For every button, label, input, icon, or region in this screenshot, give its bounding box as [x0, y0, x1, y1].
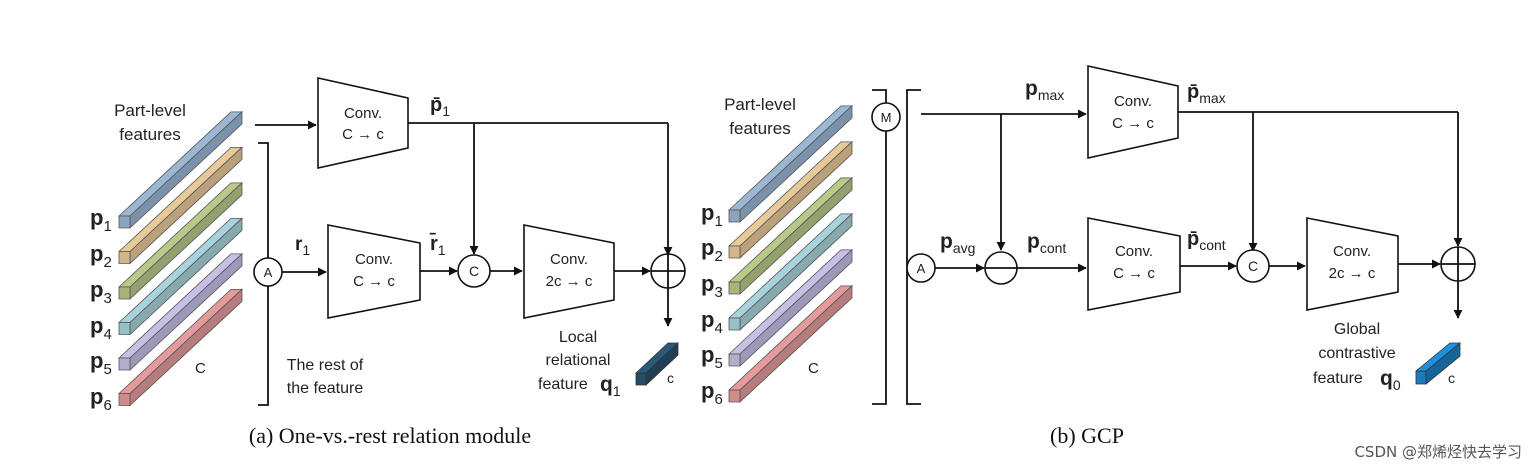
part-label-p4: p4	[90, 313, 112, 343]
feature-bar-2-front	[728, 245, 741, 259]
panel-b-output-label-3: feature	[1313, 370, 1363, 387]
panel-b-conv1-block	[1087, 65, 1179, 159]
feature-bar-1-front	[728, 209, 741, 223]
panel-b-conv1-label-2: C → c	[1112, 115, 1154, 132]
panel-b-avg-label: A	[917, 261, 926, 276]
feature-bar-5-front	[118, 357, 131, 371]
panel-a-conv2-block	[327, 224, 421, 319]
panel-b-conv2-block	[1087, 217, 1181, 311]
panel-b-max-label: M	[881, 110, 892, 125]
watermark: CSDN @郑烯烃快去学习	[1354, 443, 1522, 461]
panel-b-conv1-label-1: Conv.	[1114, 93, 1152, 110]
panel-a-q1-label: q1	[600, 373, 621, 399]
panel-b-conv2-label-1: Conv.	[1115, 243, 1153, 260]
panel-b-pcont-label: pcont	[1027, 230, 1066, 256]
panel-b-subtract-op	[984, 251, 1018, 285]
part-label-p5: p5	[701, 342, 723, 372]
part-label-p6: p6	[701, 378, 723, 408]
panel-b-conv3-block	[1306, 217, 1399, 311]
panel-a-features-label-1: Part-level	[114, 101, 186, 120]
panel-a-output-feature	[634, 342, 680, 386]
part-label-p3: p3	[701, 271, 723, 301]
part-label-p4: p4	[701, 307, 723, 337]
panel-b-features-label-1: Part-level	[724, 95, 796, 114]
feature-bar-3-front	[728, 281, 741, 295]
feature-bar-2-front	[118, 251, 131, 264]
panel-a-output-label-3: feature	[538, 376, 588, 393]
part-label-p1: p1	[90, 205, 112, 235]
panel-a-rest-label-1: The rest of	[287, 357, 364, 374]
part-label-p2: p2	[701, 235, 723, 265]
panel-b-output-feature	[1414, 342, 1462, 385]
panel-a-conv3-label-2: 2c → c	[546, 273, 593, 290]
panel-a-features-label-2: features	[119, 125, 180, 144]
panel-b-output-label-1: Global	[1334, 321, 1380, 338]
panel-b-pmax-label: pmax	[1025, 77, 1064, 103]
part-label-p5: p5	[90, 348, 112, 378]
panel-a-conv1-label-1: Conv.	[344, 105, 382, 122]
panel-a-conv3-label-1: Conv.	[550, 251, 588, 268]
panel-a-conv2-label-2: C → c	[353, 273, 395, 290]
part-label-p2: p2	[90, 241, 112, 271]
panel-a-concat-label: C	[469, 263, 479, 279]
panel-a-output-label-2: relational	[546, 352, 611, 369]
panel-a-feature-bars	[117, 110, 244, 407]
feature-bar-5-front	[728, 353, 741, 367]
panel-a-part-labels: p1 p2 p3 p4 p5 p6	[90, 205, 112, 414]
panel-a-add-op	[650, 253, 686, 289]
panel-b-q0-label: q0	[1380, 367, 1401, 393]
panel-b-add-op	[1440, 246, 1476, 282]
panel-a-conv3-block	[523, 224, 615, 319]
panel-b-features-label-2: features	[729, 119, 790, 138]
panel-a-rest-label-2: the feature	[287, 380, 364, 397]
panel-b-part-labels: p1 p2 p3 p4 p5 p6	[701, 200, 723, 408]
feature-bar-3-front	[118, 286, 131, 300]
panel-b-caption: (b) GCP	[1050, 423, 1124, 448]
panel-a-channel-label: C	[195, 360, 206, 377]
panel-a-aggregate-label: A	[264, 265, 273, 280]
panel-b-pbarmax-label: p̄max	[1187, 81, 1226, 106]
panel-a-conv1-block	[317, 77, 409, 169]
panel-b-concat-label: C	[1248, 258, 1258, 274]
part-label-p3: p3	[90, 277, 112, 307]
feature-bar-1-front	[118, 215, 131, 229]
panel-a-r1-label: r1	[295, 234, 310, 258]
part-label-p1: p1	[701, 200, 723, 230]
panel-b-pavg-label: pavg	[940, 230, 975, 256]
feature-bar-4-front	[728, 317, 741, 331]
panel-b-output-label-2: contrastive	[1318, 345, 1395, 362]
feature-bar-6-front	[728, 389, 741, 403]
panel-b-pbarcont-label: p̄cont	[1187, 228, 1226, 253]
panel-b-conv3-label-2: 2c → c	[1329, 265, 1376, 282]
panel-b-conv2-label-2: C → c	[1113, 265, 1155, 282]
panel-b-output-channel: c	[1448, 370, 1455, 386]
panel-b-split-bracket	[906, 89, 921, 405]
panel-b-channel-label: C	[808, 360, 819, 377]
panel-a: Part-level features p1 p2 p3 p4 p5 p6 C …	[90, 77, 686, 448]
panel-b-conv3-label-1: Conv.	[1333, 243, 1371, 260]
panel-a-caption: (a) One-vs.-rest relation module	[249, 423, 531, 448]
panel-a-output-channel: c	[667, 370, 674, 386]
panel-b-features-bracket	[872, 89, 887, 405]
panel-a-output-label-1: Local	[559, 329, 597, 346]
feature-bar-6-front	[118, 393, 131, 406]
panel-a-pbar1-label: p̄1	[430, 94, 450, 119]
panel-b-feature-bars	[727, 104, 854, 403]
panel-b: Part-level features p1 p2 p3 p4 p5 p6 C …	[701, 65, 1476, 448]
part-label-p6: p6	[90, 384, 112, 414]
panel-a-conv2-label-1: Conv.	[355, 251, 393, 268]
panel-b-max-op	[871, 102, 901, 132]
panel-a-conv1-label-2: C → c	[342, 126, 384, 143]
feature-bar-4-front	[118, 322, 131, 335]
panel-a-rbar1-label: r̄1	[430, 233, 446, 258]
